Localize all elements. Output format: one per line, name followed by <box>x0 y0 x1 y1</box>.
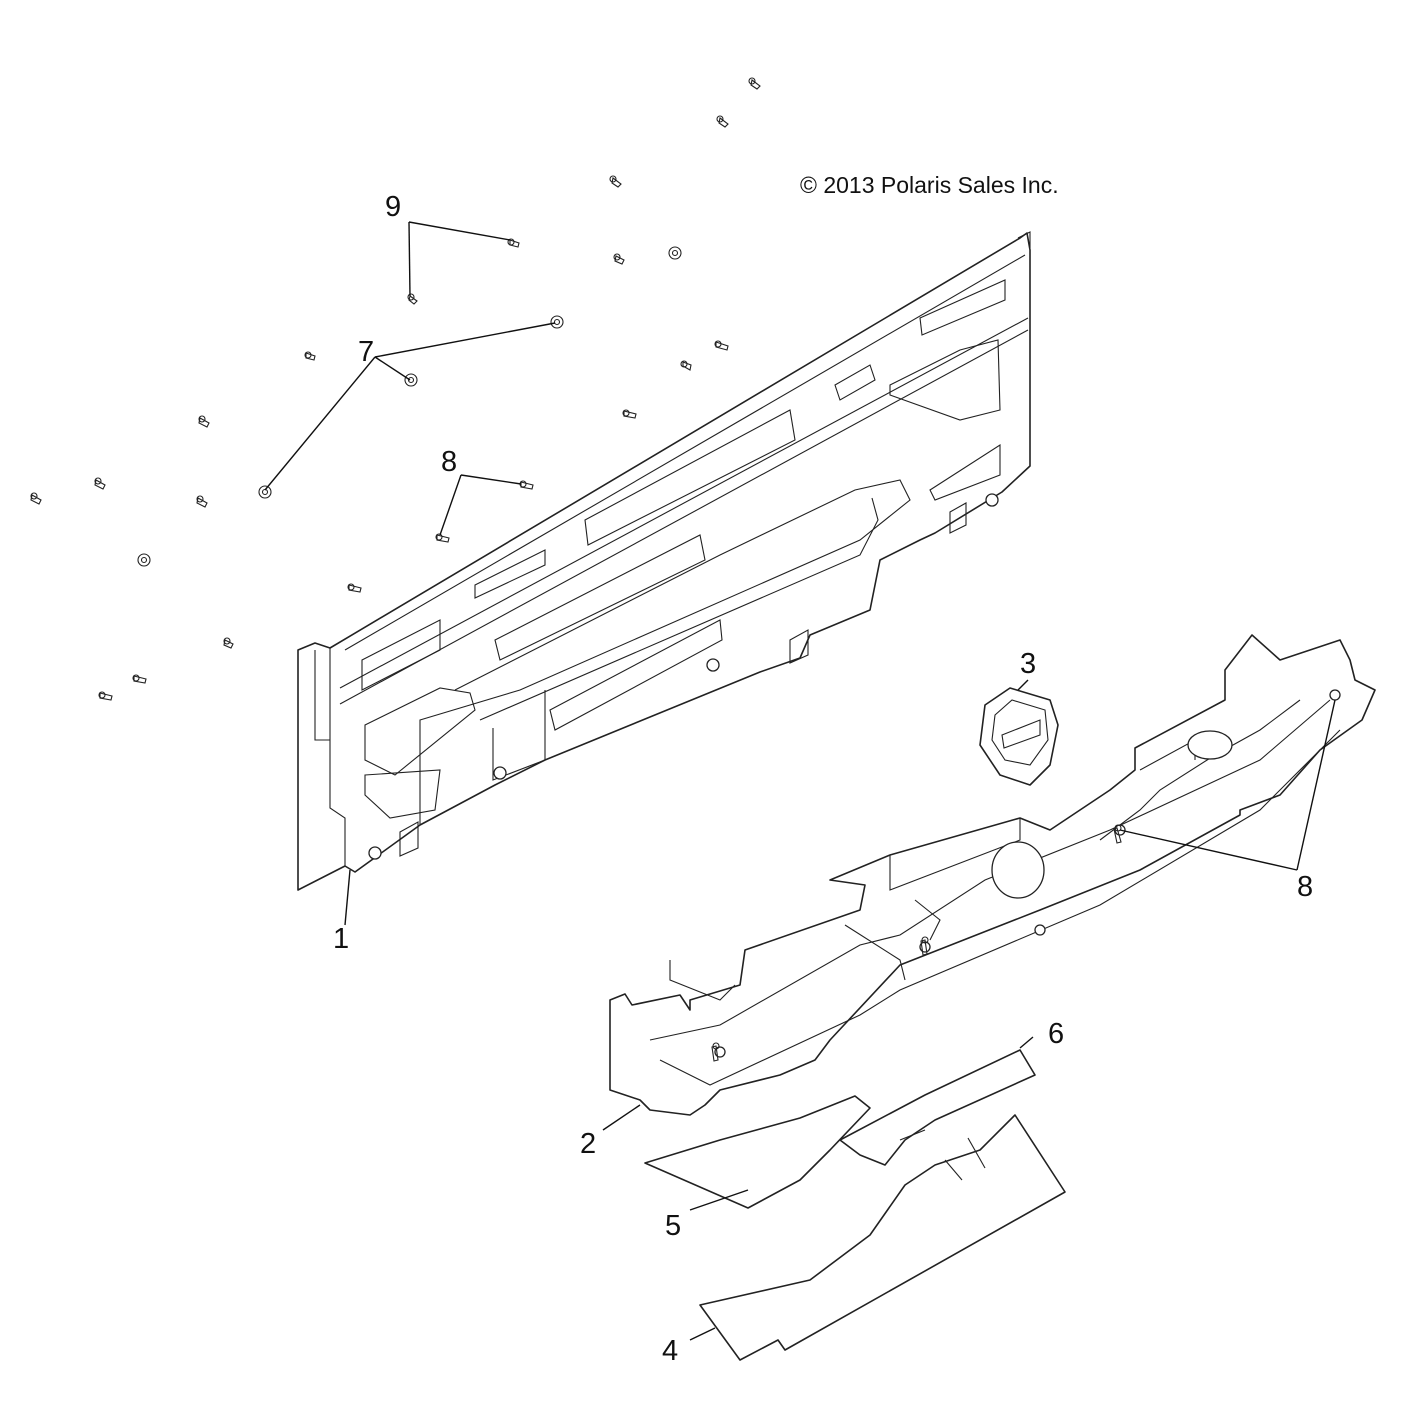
callout-1: 1 <box>333 923 350 955</box>
callout-2: 2 <box>580 1128 597 1160</box>
leader-lines <box>264 221 1336 1341</box>
callout-4: 4 <box>662 1335 679 1367</box>
part-1-rear-panel <box>297 231 1031 891</box>
part-5-pad <box>644 1095 871 1209</box>
callout-8-lower: 8 <box>1297 871 1314 903</box>
callout-7: 7 <box>358 336 375 368</box>
fasteners <box>30 77 1122 1062</box>
part-4-pad <box>699 1114 1066 1361</box>
callout-3: 3 <box>1020 648 1037 680</box>
part-3-tie-down <box>979 687 1059 786</box>
copyright-notice: © 2013 Polaris Sales Inc. <box>800 172 1059 198</box>
callout-9: 9 <box>385 191 402 223</box>
callout-5: 5 <box>665 1210 682 1242</box>
callout-8-upper: 8 <box>441 446 458 478</box>
part-6-pad <box>839 1049 1036 1166</box>
callout-6: 6 <box>1048 1018 1065 1050</box>
part-2-floor-channel <box>609 634 1376 1116</box>
